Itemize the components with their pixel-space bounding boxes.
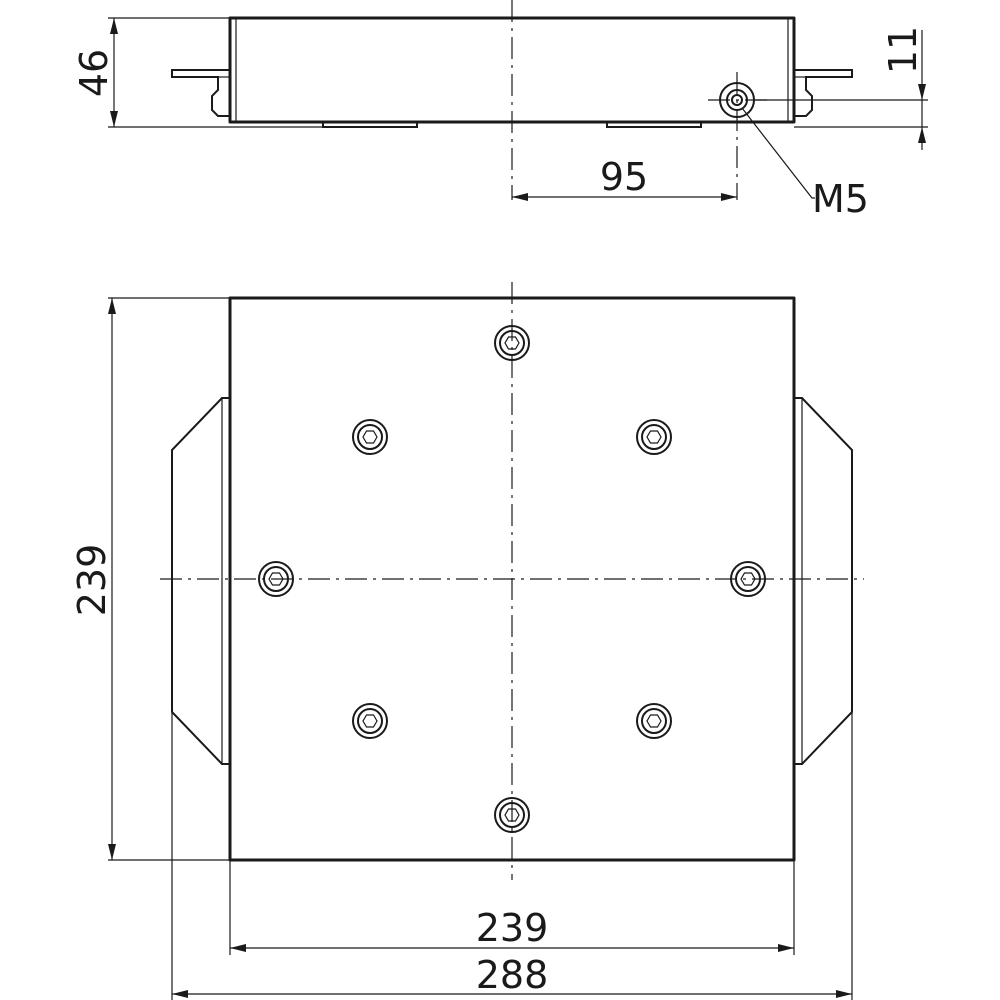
- dim-offset-95: 95: [600, 155, 648, 199]
- bolt-upper-right: [636, 419, 672, 455]
- front-body: [228, 16, 796, 124]
- dim-thread-height-11: 11: [881, 26, 925, 74]
- front-view: 46 11 95 M5: [72, 0, 928, 221]
- m5-leader: [741, 107, 815, 199]
- front-left-handle: [171, 69, 230, 117]
- bolt-lower-right: [636, 703, 672, 739]
- front-foot-left: [322, 121, 418, 128]
- bolt-bottom: [494, 797, 530, 833]
- top-left-handle: [171, 397, 230, 765]
- top-view: 239 239 288: [70, 282, 864, 1000]
- thread-label-m5: M5: [812, 177, 869, 221]
- bolt-top: [494, 325, 530, 361]
- bolt-right: [730, 561, 766, 597]
- bolt-lower-left: [352, 703, 388, 739]
- top-right-handle: [794, 397, 853, 765]
- front-right-handle: [794, 69, 853, 117]
- dim-width-239: 239: [476, 906, 549, 950]
- front-foot-right: [606, 121, 702, 128]
- m5-hole-inner: [731, 94, 743, 106]
- bolt-upper-left: [352, 419, 388, 455]
- bolt-left: [258, 561, 294, 597]
- dim-overall-width-288: 288: [476, 953, 549, 997]
- dim-height-46: 46: [72, 49, 116, 97]
- dim-depth-239: 239: [70, 544, 114, 617]
